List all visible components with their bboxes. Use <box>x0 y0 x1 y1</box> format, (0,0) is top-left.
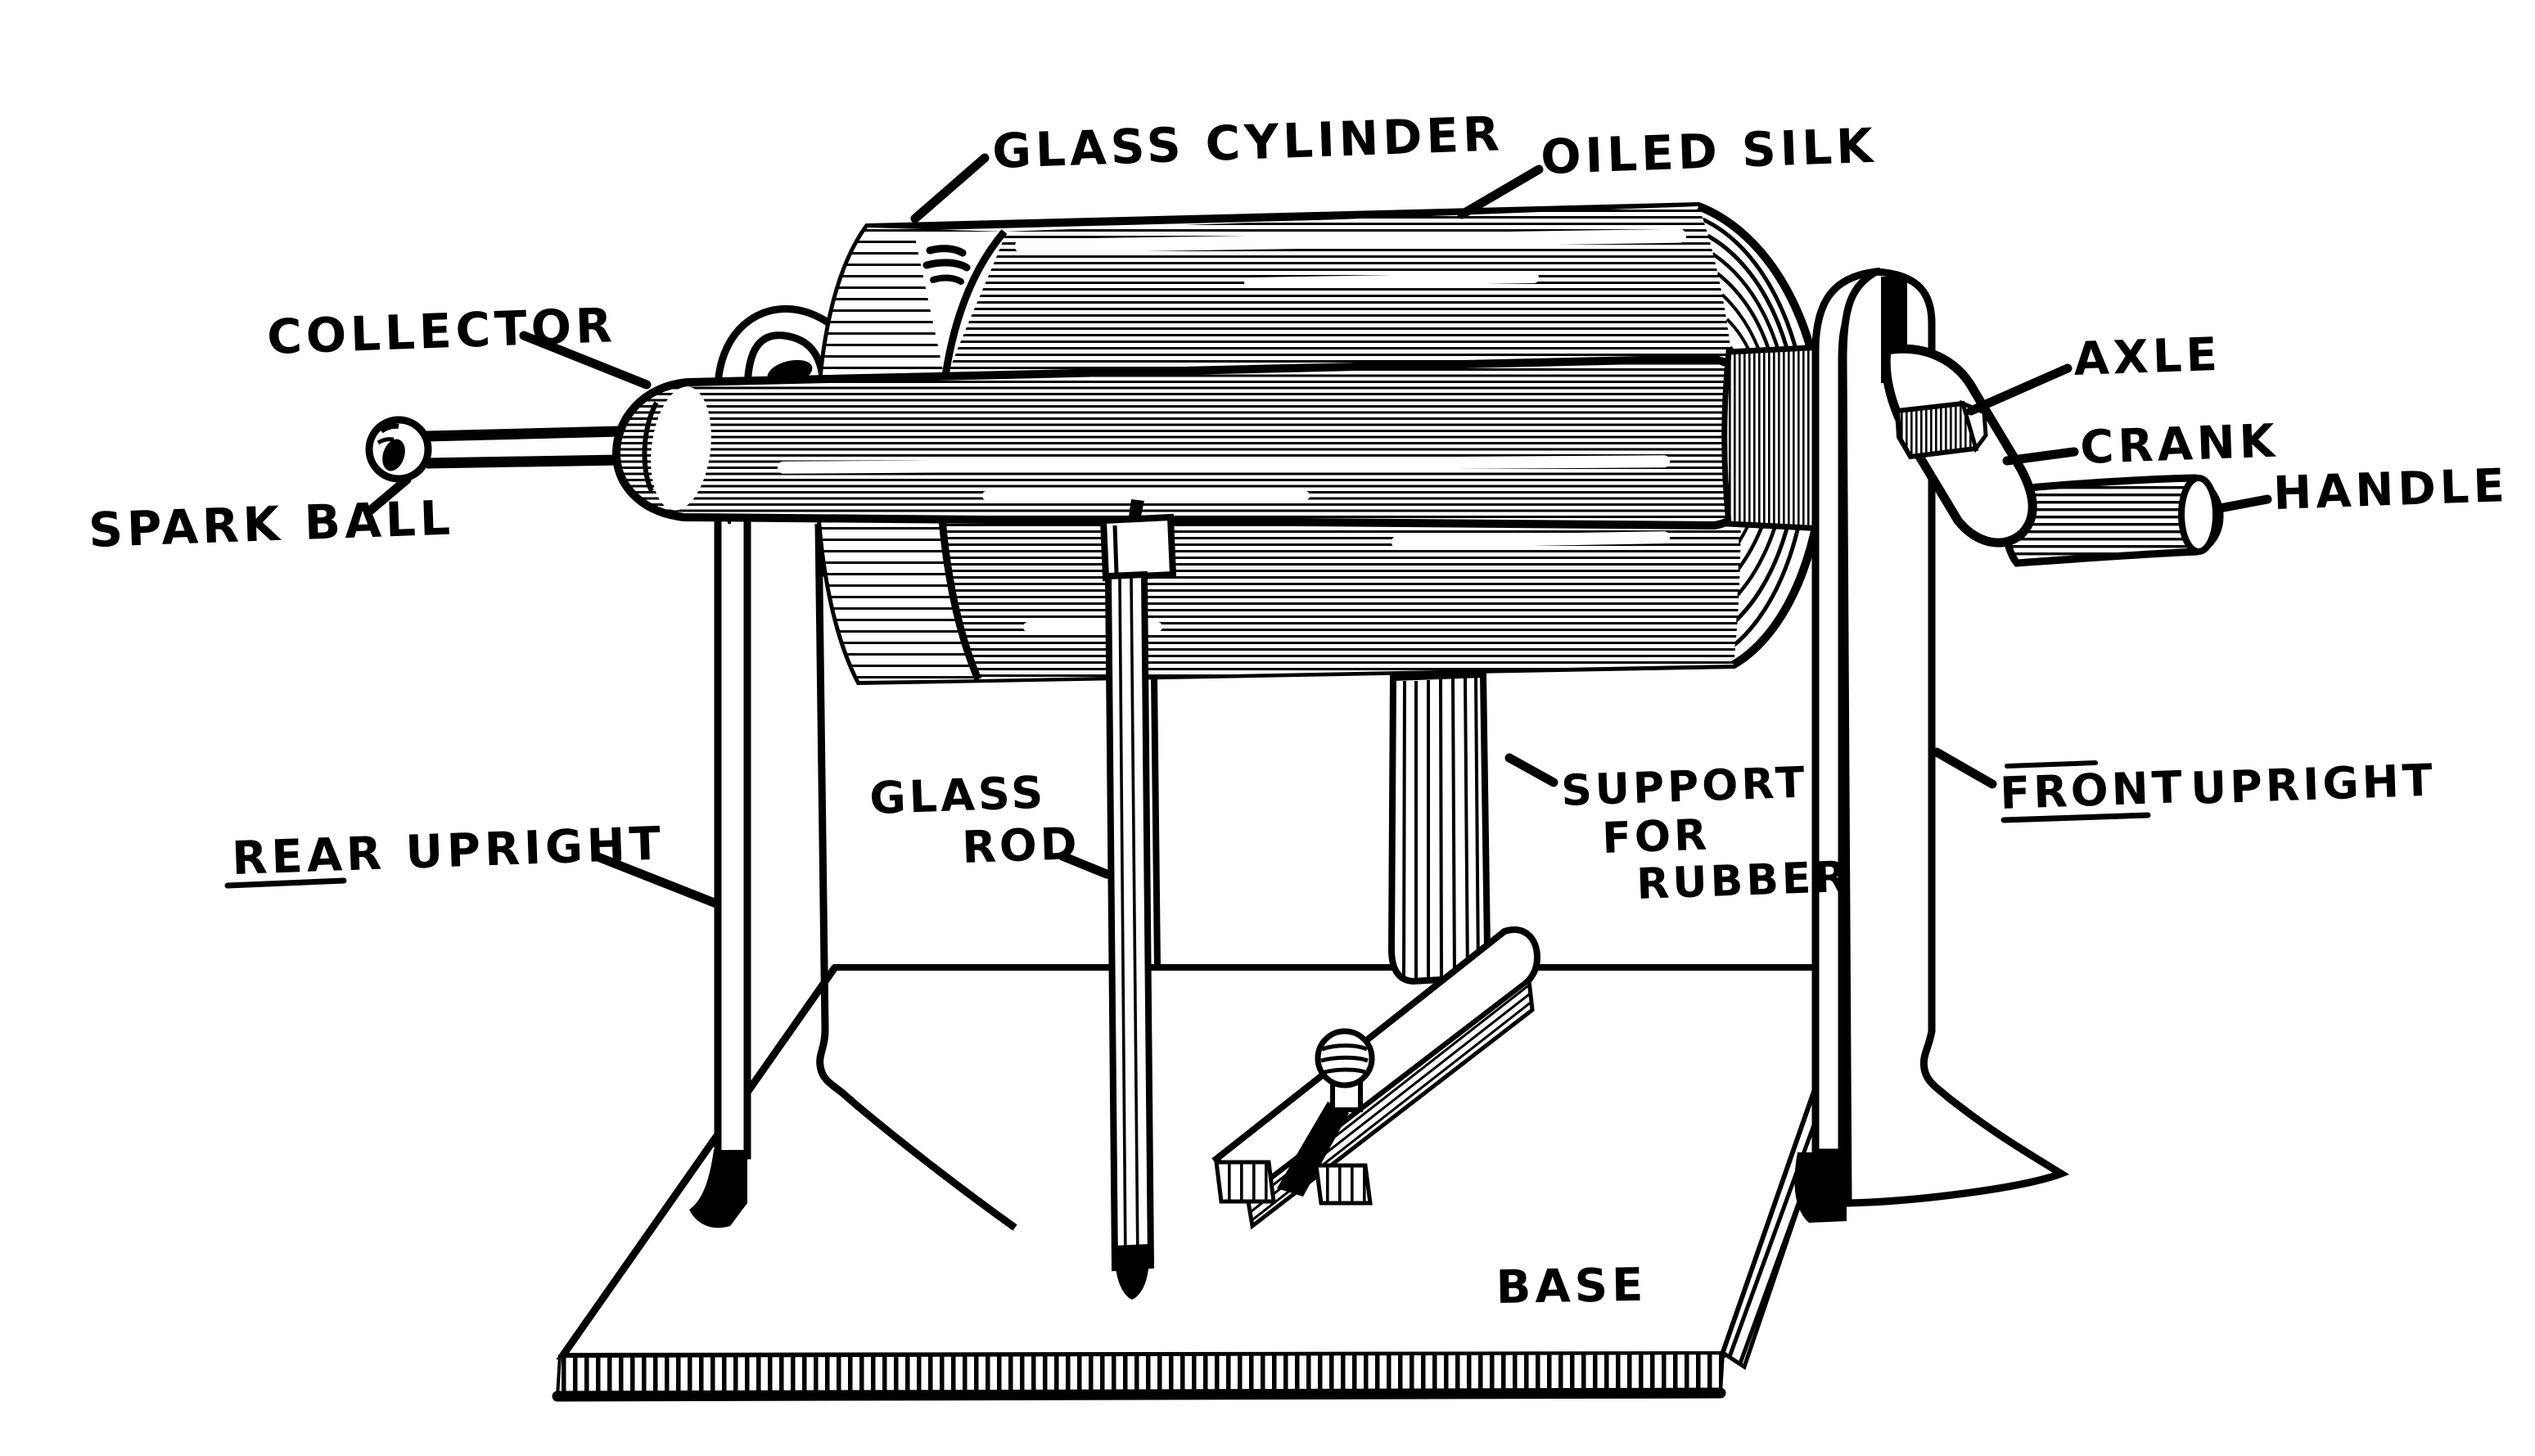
rail-slot <box>1277 1102 1349 1197</box>
label-support-1: SUPPORT <box>1560 759 1808 816</box>
rail-end-left <box>1214 1160 1276 1204</box>
leader-oiled-silk <box>1457 165 1544 219</box>
leader-collector <box>519 331 652 390</box>
leader-rear-upright <box>591 851 721 908</box>
label-front-upright-2: UPRIGHT <box>2190 755 2436 814</box>
label-front-upright-1: FRONT <box>1999 761 2185 819</box>
front-upright-foot <box>1794 1152 1847 1223</box>
crank <box>1881 344 2037 548</box>
label-support-2: FOR <box>1601 810 1711 863</box>
rear-upright-front-edge <box>814 523 1017 1231</box>
label-axle: AXLE <box>2073 328 2222 386</box>
leader-lines <box>365 153 2272 908</box>
label-oiled-silk: OILED SILK <box>1540 118 1878 185</box>
leader-handle <box>2215 494 2272 513</box>
label-spark-ball: SPARK BALL <box>88 489 455 558</box>
label-glass-rod-1: GLASS <box>868 766 1047 823</box>
label-crank: CRANK <box>2079 415 2280 475</box>
labels: GLASS CYLINDER OILED SILK COLLECTOR SPAR… <box>88 106 2510 1314</box>
spark-ball <box>365 416 620 483</box>
label-collector: COLLECTOR <box>266 297 617 365</box>
support-rail <box>1211 926 1541 1230</box>
thumbscrew <box>1315 1028 1375 1112</box>
leader-glass-cylinder <box>910 153 990 223</box>
leader-front-upright <box>1932 747 1997 789</box>
leader-support <box>1504 753 1558 787</box>
rear-upright-foot <box>689 1150 747 1228</box>
leader-axle <box>1966 363 2073 416</box>
leader-crank <box>2002 447 2079 466</box>
front-upright <box>1794 267 2070 1223</box>
leader-glass-rod <box>1058 851 1112 879</box>
label-handle: HANDLE <box>2272 459 2510 521</box>
label-support-3: RUBBER <box>1635 853 1851 909</box>
support-for-rubber-column <box>1387 670 1491 985</box>
support-frame-edge <box>1151 675 1161 968</box>
handle <box>2000 474 2224 567</box>
rail-end-right <box>1314 1163 1373 1206</box>
glass-rod <box>1099 499 1177 1300</box>
handle-end-cap <box>2178 475 2219 555</box>
label-glass-rod-2: ROD <box>961 818 1080 873</box>
front-upright-face <box>1839 268 2070 1207</box>
label-base: BASE <box>1495 1259 1648 1314</box>
leader-spark-ball <box>365 475 412 516</box>
collector <box>611 354 1766 530</box>
